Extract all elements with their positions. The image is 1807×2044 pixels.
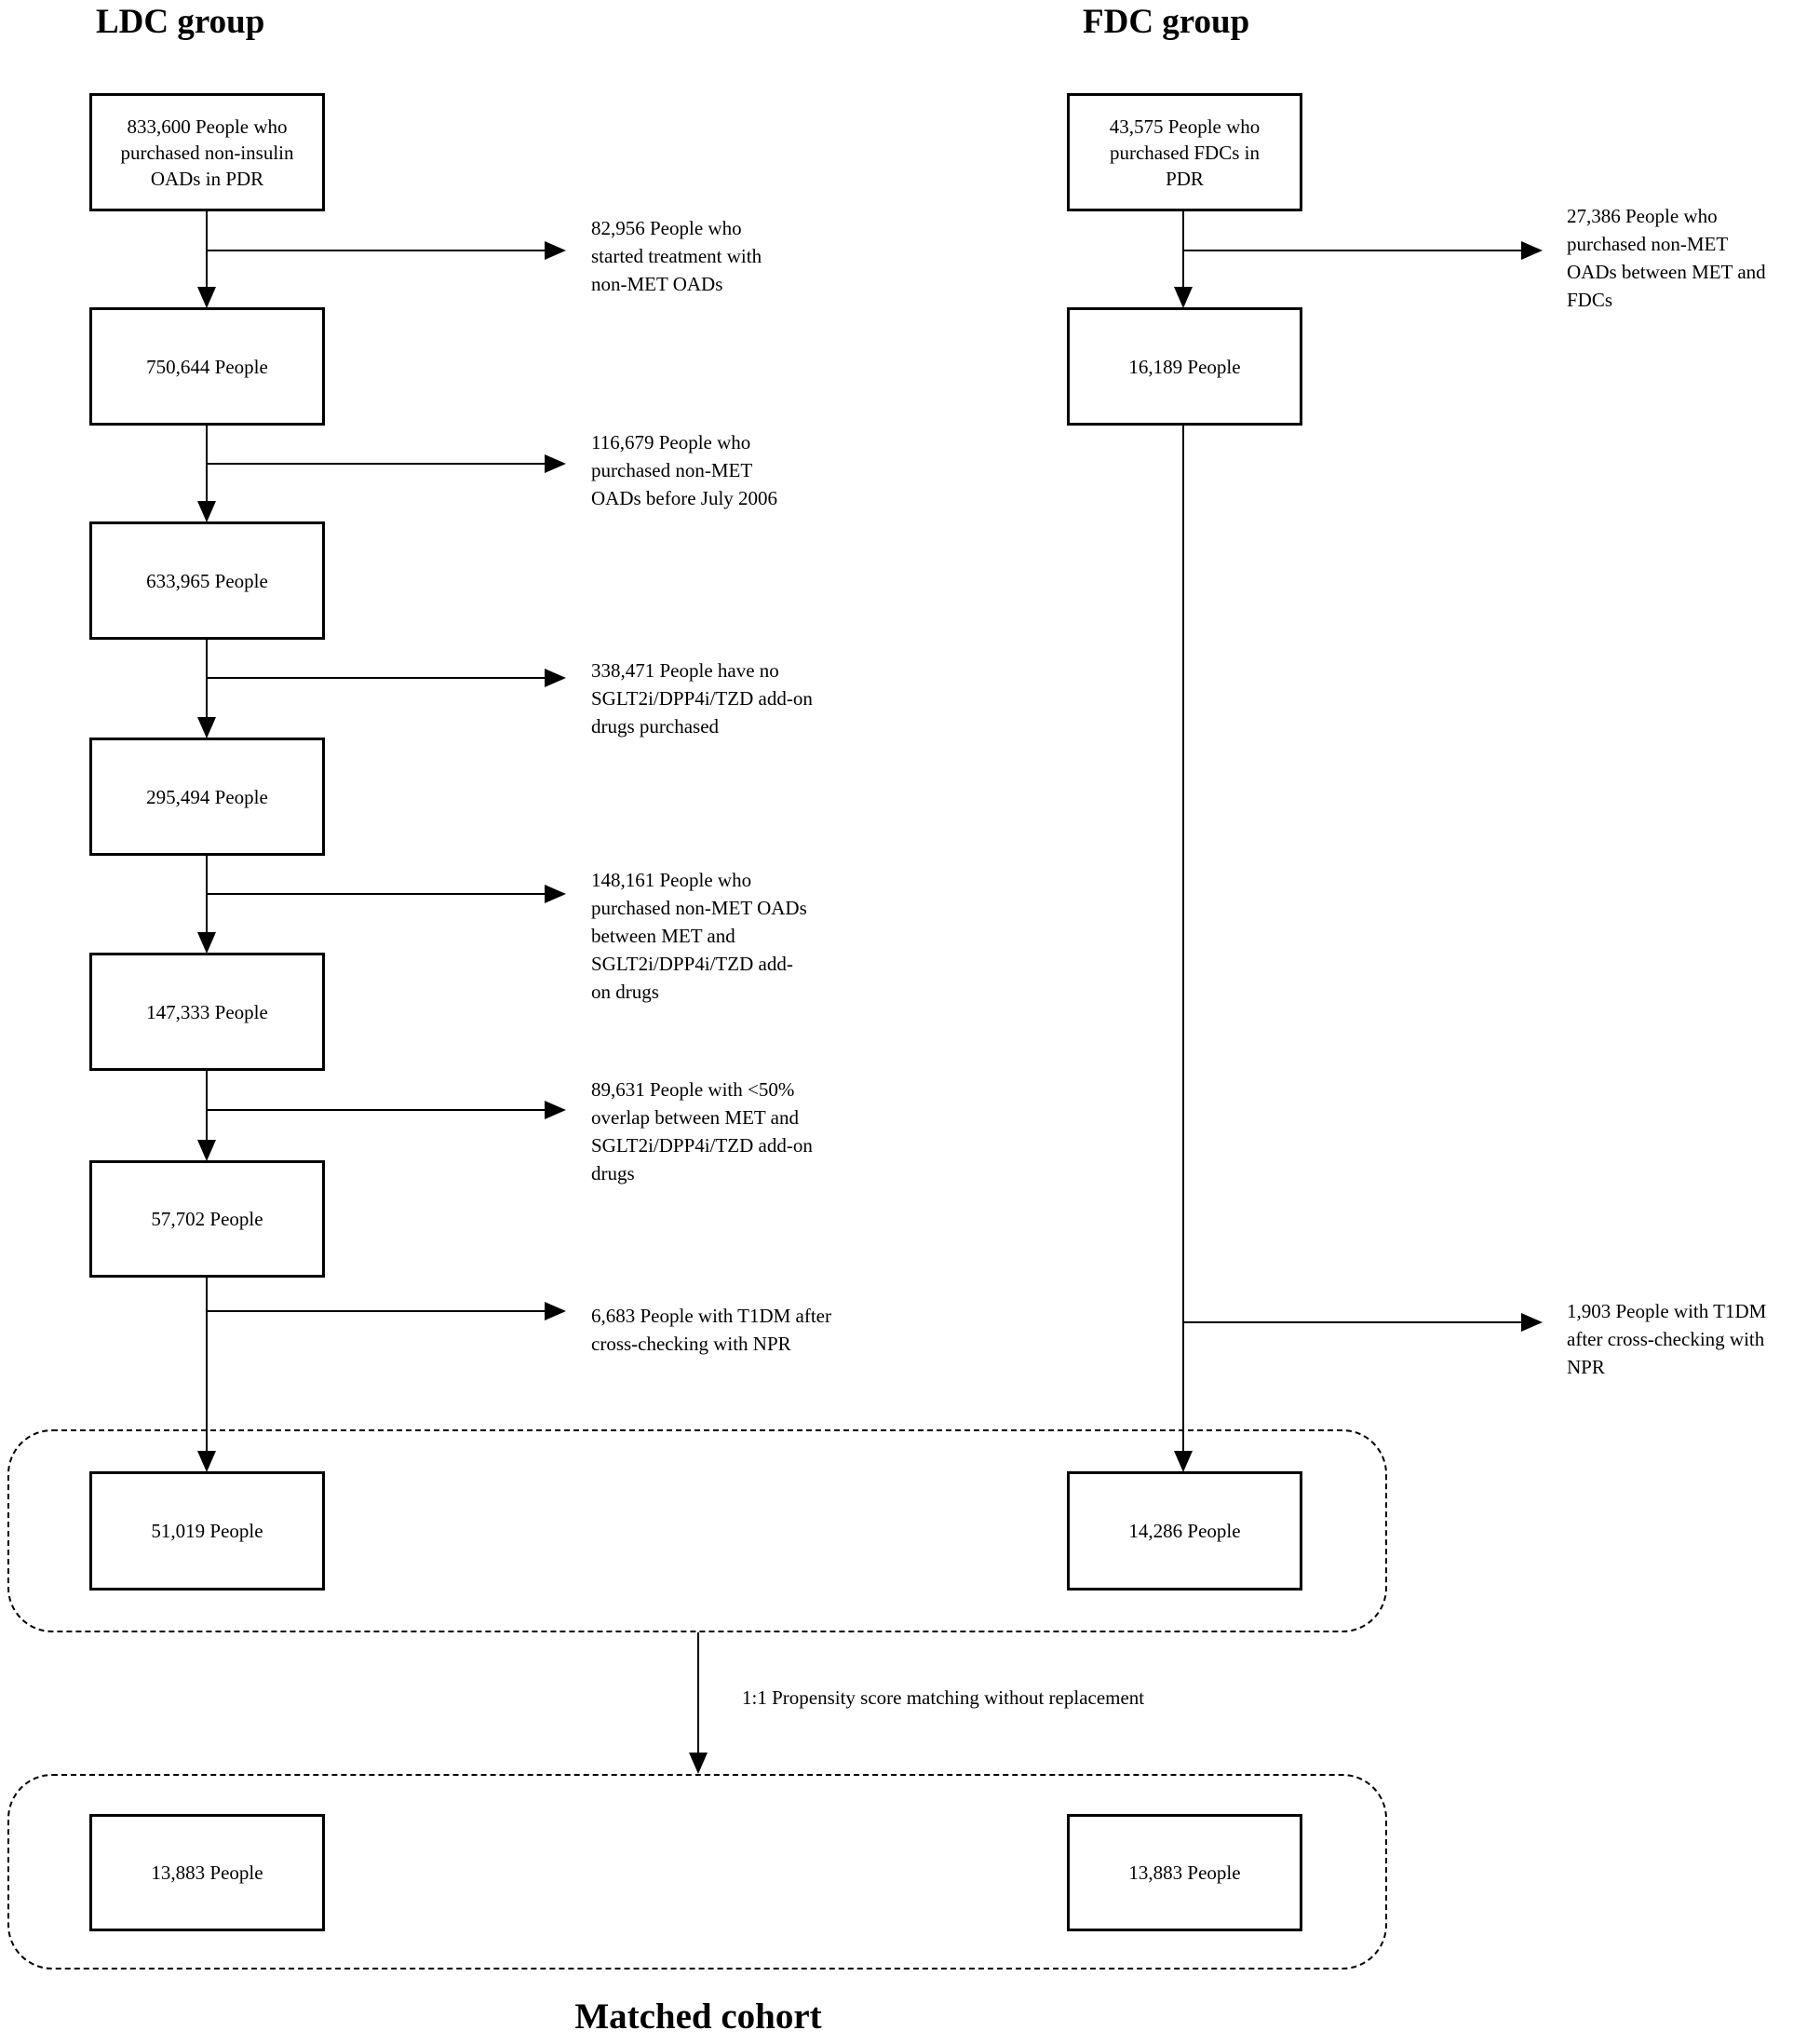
ldc-box-step-5: 147,333 People xyxy=(89,953,325,1071)
ldc-exclusion-note-6: 6,683 People with T1DM after cross-check… xyxy=(591,1305,831,1355)
ldc-connector-3 xyxy=(206,640,208,718)
fdc-box-source: 43,575 People who purchased FDCs in PDR xyxy=(1067,93,1302,211)
ldc-exclusion-line-5 xyxy=(207,1109,546,1111)
fdc-exclusion-arrowhead-2 xyxy=(1521,1313,1543,1332)
fdc-exclusion-line-2 xyxy=(1183,1321,1522,1323)
psm-connector xyxy=(697,1632,699,1755)
fdc-exclusion-note-2: 1,903 People with T1DM after cross-check… xyxy=(1567,1300,1767,1378)
fdc-group-title: FDC group xyxy=(1083,3,1250,41)
matched-cohort-title: Matched cohort xyxy=(574,1997,822,2037)
ldc-exclusion-note-4: 148,161 People who purchased non-MET OAD… xyxy=(591,869,807,1003)
fdc-exclusion-line-1 xyxy=(1183,250,1522,251)
ldc-connector-6 xyxy=(206,1278,208,1452)
ldc-box-step-3: 633,965 People xyxy=(89,521,325,640)
fdc-arrowhead-2 xyxy=(1174,1451,1193,1472)
ldc-exclusion-arrowhead-2 xyxy=(545,454,566,473)
ldc-box-source: 833,600 People who purchased non-insulin… xyxy=(89,93,325,211)
ldc-box-step-6: 57,702 People xyxy=(89,1160,325,1278)
ldc-arrowhead-4 xyxy=(197,932,216,954)
ldc-exclusion-note-3: 338,471 People have no SGLT2i/DPP4i/TZD … xyxy=(591,659,813,738)
ldc-exclusion-line-3 xyxy=(207,677,546,679)
ldc-arrowhead-6 xyxy=(197,1451,216,1472)
fdc-exclusion-arrowhead-1 xyxy=(1521,241,1543,260)
ldc-exclusion-arrowhead-5 xyxy=(545,1101,566,1119)
matched-cohort-outline xyxy=(7,1774,1387,1970)
ldc-exclusion-line-2 xyxy=(207,463,546,465)
ldc-exclusion-line-6 xyxy=(207,1310,546,1312)
ldc-exclusion-arrowhead-6 xyxy=(545,1302,566,1320)
fdc-exclusion-note-1: 27,386 People who purchased non-MET OADs… xyxy=(1567,205,1766,311)
ldc-connector-5 xyxy=(206,1071,208,1141)
psm-label: 1:1 Propensity score matching without re… xyxy=(742,1686,1145,1709)
ldc-exclusion-line-4 xyxy=(207,893,546,895)
fdc-box-step-2: 16,189 People xyxy=(1067,307,1302,426)
ldc-box-matched: 13,883 People xyxy=(89,1814,325,1931)
ldc-exclusion-note-1: 82,956 People who started treatment with… xyxy=(591,217,762,295)
fdc-arrowhead-1 xyxy=(1174,287,1193,308)
ldc-box-eligible: 51,019 People xyxy=(89,1471,325,1591)
ldc-exclusion-line-1 xyxy=(207,250,546,251)
ldc-exclusion-arrowhead-4 xyxy=(545,885,566,903)
ldc-arrowhead-2 xyxy=(197,501,216,522)
psm-arrowhead xyxy=(689,1753,708,1774)
ldc-exclusion-note-2: 116,679 People who purchased non-MET OAD… xyxy=(591,431,778,509)
ldc-arrowhead-5 xyxy=(197,1140,216,1161)
ldc-box-step-2: 750,644 People xyxy=(89,307,325,426)
fdc-connector-2 xyxy=(1182,426,1184,1452)
ldc-arrowhead-1 xyxy=(197,287,216,308)
ldc-group-title: LDC group xyxy=(96,3,265,41)
ldc-exclusion-arrowhead-3 xyxy=(545,669,566,687)
ldc-box-step-4: 295,494 People xyxy=(89,738,325,856)
ldc-exclusion-note-5: 89,631 People with <50% overlap between … xyxy=(591,1078,813,1184)
fdc-box-eligible: 14,286 People xyxy=(1067,1471,1302,1591)
ldc-exclusion-arrowhead-1 xyxy=(545,241,566,260)
ldc-arrowhead-3 xyxy=(197,717,216,738)
eligible-cohort-outline xyxy=(7,1429,1387,1632)
fdc-box-matched: 13,883 People xyxy=(1067,1814,1302,1931)
